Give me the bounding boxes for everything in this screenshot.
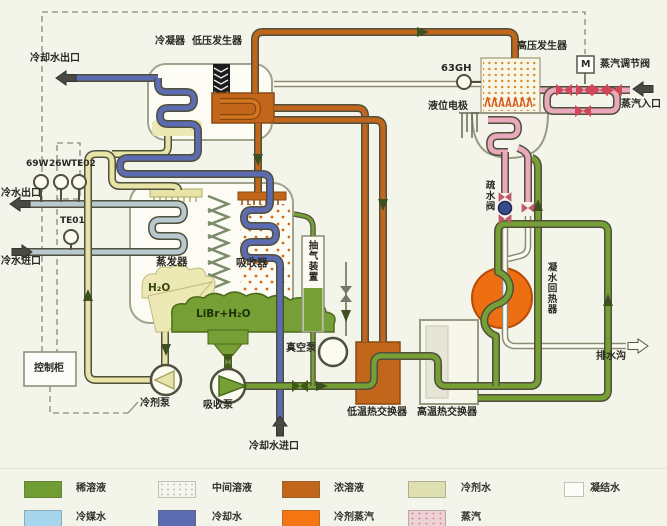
level-electrode-label: 液位电极 bbox=[428, 101, 468, 112]
legend-label-condensate: 凝结水 bbox=[590, 483, 620, 494]
legend-swatch-intermediate bbox=[158, 481, 196, 498]
steam-inlet-arrow bbox=[632, 81, 654, 97]
motor-label: M bbox=[581, 59, 591, 70]
legend-divider bbox=[0, 468, 667, 469]
ht-heat-exchanger-block bbox=[419, 319, 479, 405]
lp-generator-label: 低压发生器 bbox=[192, 36, 242, 47]
pumps bbox=[149, 336, 349, 405]
legend-label-refrigerant-water: 冷剂水 bbox=[461, 483, 491, 494]
cooling-water-inlet-arrow bbox=[272, 415, 288, 437]
control-cabinet-label: 控制柜 bbox=[34, 363, 64, 374]
lt-heat-exchanger-label: 低温热交换器 bbox=[347, 407, 407, 418]
vacuum-pump-symbol bbox=[317, 336, 349, 368]
evaporator-label: 蒸发器 bbox=[156, 256, 188, 268]
sensor-63gh-label: 63GH bbox=[441, 63, 472, 74]
sensor-te01-label: TE01 bbox=[60, 216, 85, 226]
evaporator-spray-header bbox=[149, 188, 203, 198]
legend-swatch-refrigerant-vapor bbox=[282, 510, 320, 526]
legend-label-concentrated: 浓溶液 bbox=[334, 483, 364, 494]
steam-trap-label: 疏水阀 bbox=[483, 180, 495, 212]
legend-swatch-cooling-water bbox=[158, 510, 196, 526]
legend-swatch-refrigerant-water bbox=[408, 481, 446, 498]
ht-heat-exchanger-label: 高温热交换器 bbox=[417, 407, 477, 418]
level-electrode-probes bbox=[459, 112, 479, 138]
hp-generator bbox=[459, 57, 550, 159]
drain-arrow bbox=[627, 338, 649, 354]
legend-label-dilute: 稀溶液 bbox=[76, 483, 106, 494]
valves bbox=[222, 55, 622, 392]
absorber-pump-label: 吸收泵 bbox=[203, 400, 233, 411]
drain-label: 排水沟 bbox=[596, 351, 626, 362]
dilute-solution-pipes bbox=[224, 154, 612, 402]
air-extractor-label: 抽气装置 bbox=[306, 240, 318, 282]
legend-label-refrigerant-vapor: 冷剂蒸汽 bbox=[334, 512, 374, 523]
condenser-label: 冷凝器 bbox=[155, 36, 185, 47]
evaporator-absorber-vessel bbox=[129, 182, 336, 356]
sensor-69w-label: 69W bbox=[26, 159, 49, 169]
libr-outlet bbox=[207, 329, 249, 345]
condenser-lp-generator-vessel bbox=[147, 63, 275, 141]
legend-swatch-concentrated bbox=[282, 481, 320, 498]
steam-inlet-label: 蒸汽入口 bbox=[621, 99, 661, 110]
hp-generator-label: 高压发生器 bbox=[517, 41, 567, 52]
legend-swatch-dilute bbox=[24, 481, 62, 498]
boiling-marks bbox=[484, 96, 533, 108]
legend-label-cooling-water: 冷却水 bbox=[212, 512, 242, 523]
steam-trap-ball bbox=[497, 200, 513, 216]
mist-eliminator bbox=[207, 194, 232, 292]
cooling-water-pipes bbox=[74, 74, 284, 420]
condensate-regenerator-label: 凝水回热器 bbox=[545, 262, 557, 315]
cooling-water-inlet-label: 冷却水进口 bbox=[249, 441, 299, 452]
absorber-spray-header bbox=[237, 191, 287, 201]
condensate-pipes bbox=[274, 80, 626, 350]
legend-swatch-steam bbox=[408, 510, 446, 526]
libr-pool bbox=[171, 291, 336, 333]
sensor-te02-label: TE02 bbox=[71, 159, 96, 169]
cooling-water-outlet-label: 冷却水出口 bbox=[30, 53, 80, 64]
libr-label: LiBr+H₂O bbox=[196, 308, 251, 320]
sensors bbox=[33, 74, 481, 250]
chilled-water-outlet-arrow bbox=[9, 196, 31, 212]
motor-actuator-box bbox=[576, 55, 595, 74]
refrigerant-pump-label: 冷剂泵 bbox=[140, 398, 170, 409]
sensor-26w-label: 26W bbox=[49, 159, 72, 169]
chilled-water-inlet-label: 冷水进口 bbox=[1, 256, 41, 267]
chilled-water-pipes bbox=[22, 200, 188, 256]
absorber-label: 吸收器 bbox=[236, 257, 268, 269]
legend-label-chilled-water: 冷媒水 bbox=[76, 512, 106, 523]
cooling-water-outlet-arrow bbox=[55, 70, 77, 86]
legend-label-steam: 蒸汽 bbox=[461, 512, 481, 523]
legend-swatch-condensate bbox=[564, 482, 584, 497]
legend-label-intermediate: 中间溶液 bbox=[212, 483, 252, 494]
h2o-label: H₂O bbox=[148, 282, 171, 294]
vacuum-pump-label: 真空泵 bbox=[286, 343, 316, 354]
legend-swatch-chilled-water bbox=[24, 510, 62, 526]
chilled-water-outlet-label: 冷水出口 bbox=[1, 188, 41, 199]
control-cabinet-box bbox=[23, 351, 77, 387]
steam-valve-label: 蒸汽调节阀 bbox=[600, 59, 650, 70]
